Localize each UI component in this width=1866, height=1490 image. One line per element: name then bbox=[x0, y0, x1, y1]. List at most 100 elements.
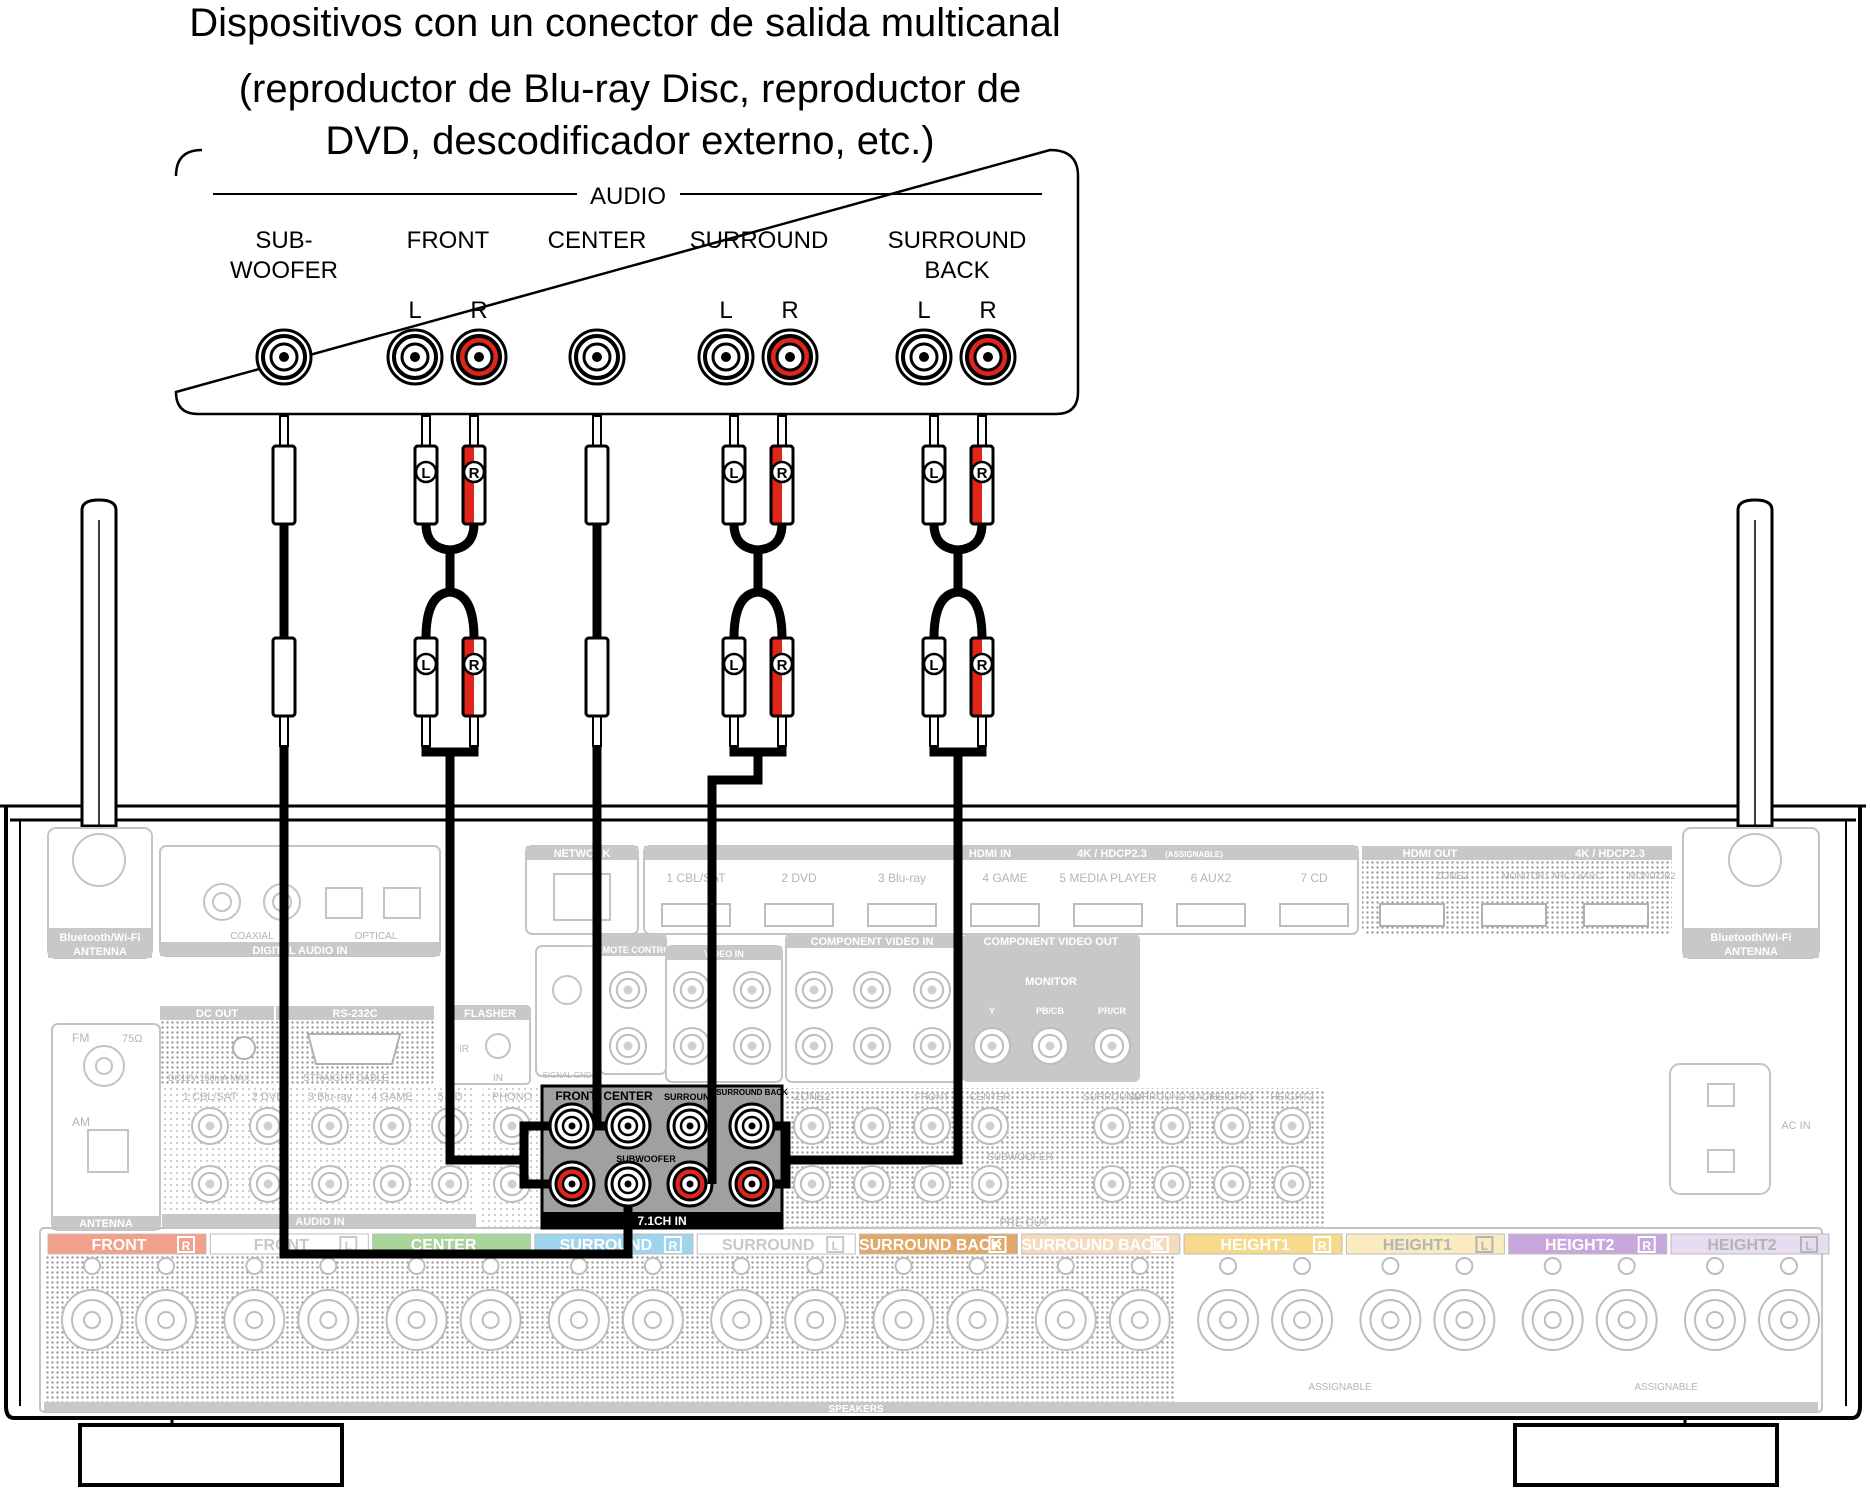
video-jack bbox=[853, 971, 891, 1009]
flasher-in-label: IN bbox=[493, 1073, 503, 1084]
ch71-center-jack bbox=[604, 1102, 652, 1150]
speaker-terminal bbox=[1034, 1257, 1097, 1351]
plug-subwoofer-bottom bbox=[271, 636, 297, 747]
heading-line-1: Dispositivos con un conector de salida m… bbox=[189, 1, 1061, 45]
cable-surround-back-splitter bbox=[929, 523, 987, 639]
audio-in-4: 4 GAME bbox=[371, 1091, 413, 1103]
surround-label: SURROUND bbox=[690, 227, 829, 254]
pre-out-jack bbox=[971, 1107, 1009, 1145]
pre-out-jack bbox=[1093, 1107, 1131, 1145]
video-jack bbox=[913, 1027, 951, 1065]
ch71-in-label: 7.1CH IN bbox=[637, 1214, 686, 1228]
svg-text:HEIGHT2: HEIGHT2 bbox=[1545, 1237, 1614, 1254]
hdmi-out-spec-label: 4K / HDCP2.3 bbox=[1575, 848, 1645, 860]
svg-text:L: L bbox=[832, 1239, 839, 1253]
cable-subwoofer bbox=[279, 716, 633, 1259]
speaker-terminal bbox=[872, 1257, 935, 1351]
ch71-front-label: FRONT bbox=[555, 1089, 597, 1103]
speaker-terminal bbox=[1271, 1257, 1334, 1351]
svg-text:SURROUND BACK: SURROUND BACK bbox=[859, 1237, 1003, 1254]
plug-surround-back-l-bottom: L bbox=[921, 636, 947, 747]
ch71-subwoofer-jack bbox=[604, 1160, 652, 1208]
front-r-jack bbox=[450, 328, 508, 386]
cable-surround-splitter bbox=[729, 523, 787, 639]
component-col-y: Y bbox=[989, 1006, 995, 1016]
pre-out-jack bbox=[1213, 1165, 1251, 1203]
surround-l-label: L bbox=[719, 297, 732, 324]
source-jacks bbox=[255, 328, 1017, 386]
speaker-terminal bbox=[1684, 1257, 1746, 1351]
video-jack bbox=[795, 971, 833, 1009]
hdmi-in-port-label: 1 CBL/SAT bbox=[666, 871, 726, 885]
svg-text:L: L bbox=[1156, 1239, 1163, 1253]
svg-text:L: L bbox=[929, 465, 938, 482]
ch71-surround-back-r-jack bbox=[728, 1160, 776, 1208]
assignable-label-2: ASSIGNABLE bbox=[1634, 1382, 1698, 1393]
pre-out-jack bbox=[1273, 1165, 1311, 1203]
hdmi-in-port-label: 5 MEDIA PLAYER bbox=[1059, 871, 1156, 885]
hdmi-in-port-label: 3 Blu-ray bbox=[878, 871, 926, 885]
hdmi-out-label: HDMI OUT bbox=[1403, 848, 1458, 860]
ac-in-label: AC IN bbox=[1781, 1120, 1810, 1132]
assignable-label-1: ASSIGNABLE bbox=[1308, 1382, 1372, 1393]
cable-front-r bbox=[519, 1160, 550, 1189]
front-label: FRONT bbox=[407, 227, 490, 254]
pre-out-jack bbox=[793, 1165, 831, 1203]
cable-front-splitter bbox=[421, 523, 479, 639]
pre-out-subwoofer-label: SUBWOOFER bbox=[987, 1152, 1053, 1163]
pre-out-jack bbox=[1213, 1107, 1251, 1145]
hdmi-out-monitor2: MONITOR2 bbox=[1628, 871, 1675, 881]
hdmi-in-label: HDMI IN bbox=[969, 848, 1011, 860]
hdmi-assignable-label: (ASSIGNABLE) bbox=[1165, 850, 1223, 859]
svg-text:R: R bbox=[1642, 1239, 1651, 1253]
hdmi-in-port bbox=[764, 903, 834, 927]
speaker-terminal bbox=[1197, 1257, 1260, 1351]
hdmi-spec-label: 4K / HDCP2.3 bbox=[1077, 848, 1147, 860]
flasher-label: FLASHER bbox=[464, 1008, 516, 1020]
pre-out-jack bbox=[1273, 1107, 1311, 1145]
svg-text:L: L bbox=[929, 657, 938, 674]
audio-in-2: 2 DVD bbox=[252, 1091, 284, 1103]
pre-out-jack bbox=[1153, 1107, 1191, 1145]
pre-out-label: PRE OUT bbox=[1000, 1217, 1049, 1229]
surround-back-r-label: R bbox=[979, 297, 996, 324]
remote-control-label: REMOTE CONTROL bbox=[590, 945, 676, 955]
plug-surround-r-bottom: R bbox=[769, 636, 795, 747]
video-jack bbox=[795, 1027, 833, 1065]
video-jack bbox=[973, 1027, 1011, 1065]
pre-out-jack bbox=[971, 1165, 1009, 1203]
audio-in-jack bbox=[373, 1107, 411, 1145]
plug-subwoofer-top bbox=[271, 415, 297, 526]
surround-back-r-jack bbox=[959, 328, 1017, 386]
video-in-label: VIDEO IN bbox=[704, 949, 744, 959]
plug-front-r-bottom: R bbox=[461, 636, 487, 747]
front-l-jack bbox=[386, 328, 444, 386]
speaker-terminal bbox=[297, 1257, 360, 1351]
phono-label: PHONO bbox=[492, 1091, 533, 1103]
plug-surround-back-r-bottom: R bbox=[969, 636, 995, 747]
hdmi-out-monitor1: MONITOR1 ARC / eARC bbox=[1502, 871, 1602, 881]
surround-r-label: R bbox=[781, 297, 798, 324]
fm-label: FM bbox=[72, 1031, 89, 1045]
video-jack bbox=[733, 971, 771, 1009]
bt-antenna-label-2-right: ANTENNA bbox=[1724, 946, 1778, 958]
svg-text:R: R bbox=[469, 657, 480, 674]
svg-text:R: R bbox=[1318, 1239, 1327, 1253]
hdmi-in-port-label: 2 DVD bbox=[781, 871, 817, 885]
ch71-center-label: CENTER bbox=[603, 1089, 653, 1103]
pre-out-channel-label: SURROUND bbox=[1083, 1092, 1141, 1103]
speaker-terminal bbox=[1595, 1257, 1658, 1351]
svg-text:HEIGHT1: HEIGHT1 bbox=[1383, 1237, 1452, 1254]
surround-back-label-1: SURROUND bbox=[888, 227, 1027, 254]
audio-in-jack bbox=[311, 1107, 349, 1145]
digital-audio-in-label: DIGITAL AUDIO IN bbox=[252, 945, 347, 957]
rear-panel: Bluetooth/Wi-Fi ANTENNA Bluetooth/Wi-Fi … bbox=[39, 827, 1830, 1415]
speaker-terminal bbox=[621, 1257, 684, 1351]
speaker-terminal bbox=[784, 1257, 847, 1351]
pre-out-channel-label: SURROUND BACK bbox=[1128, 1092, 1216, 1103]
svg-text:HEIGHT1: HEIGHT1 bbox=[1220, 1237, 1289, 1254]
surround-back-l-label: L bbox=[917, 297, 930, 324]
